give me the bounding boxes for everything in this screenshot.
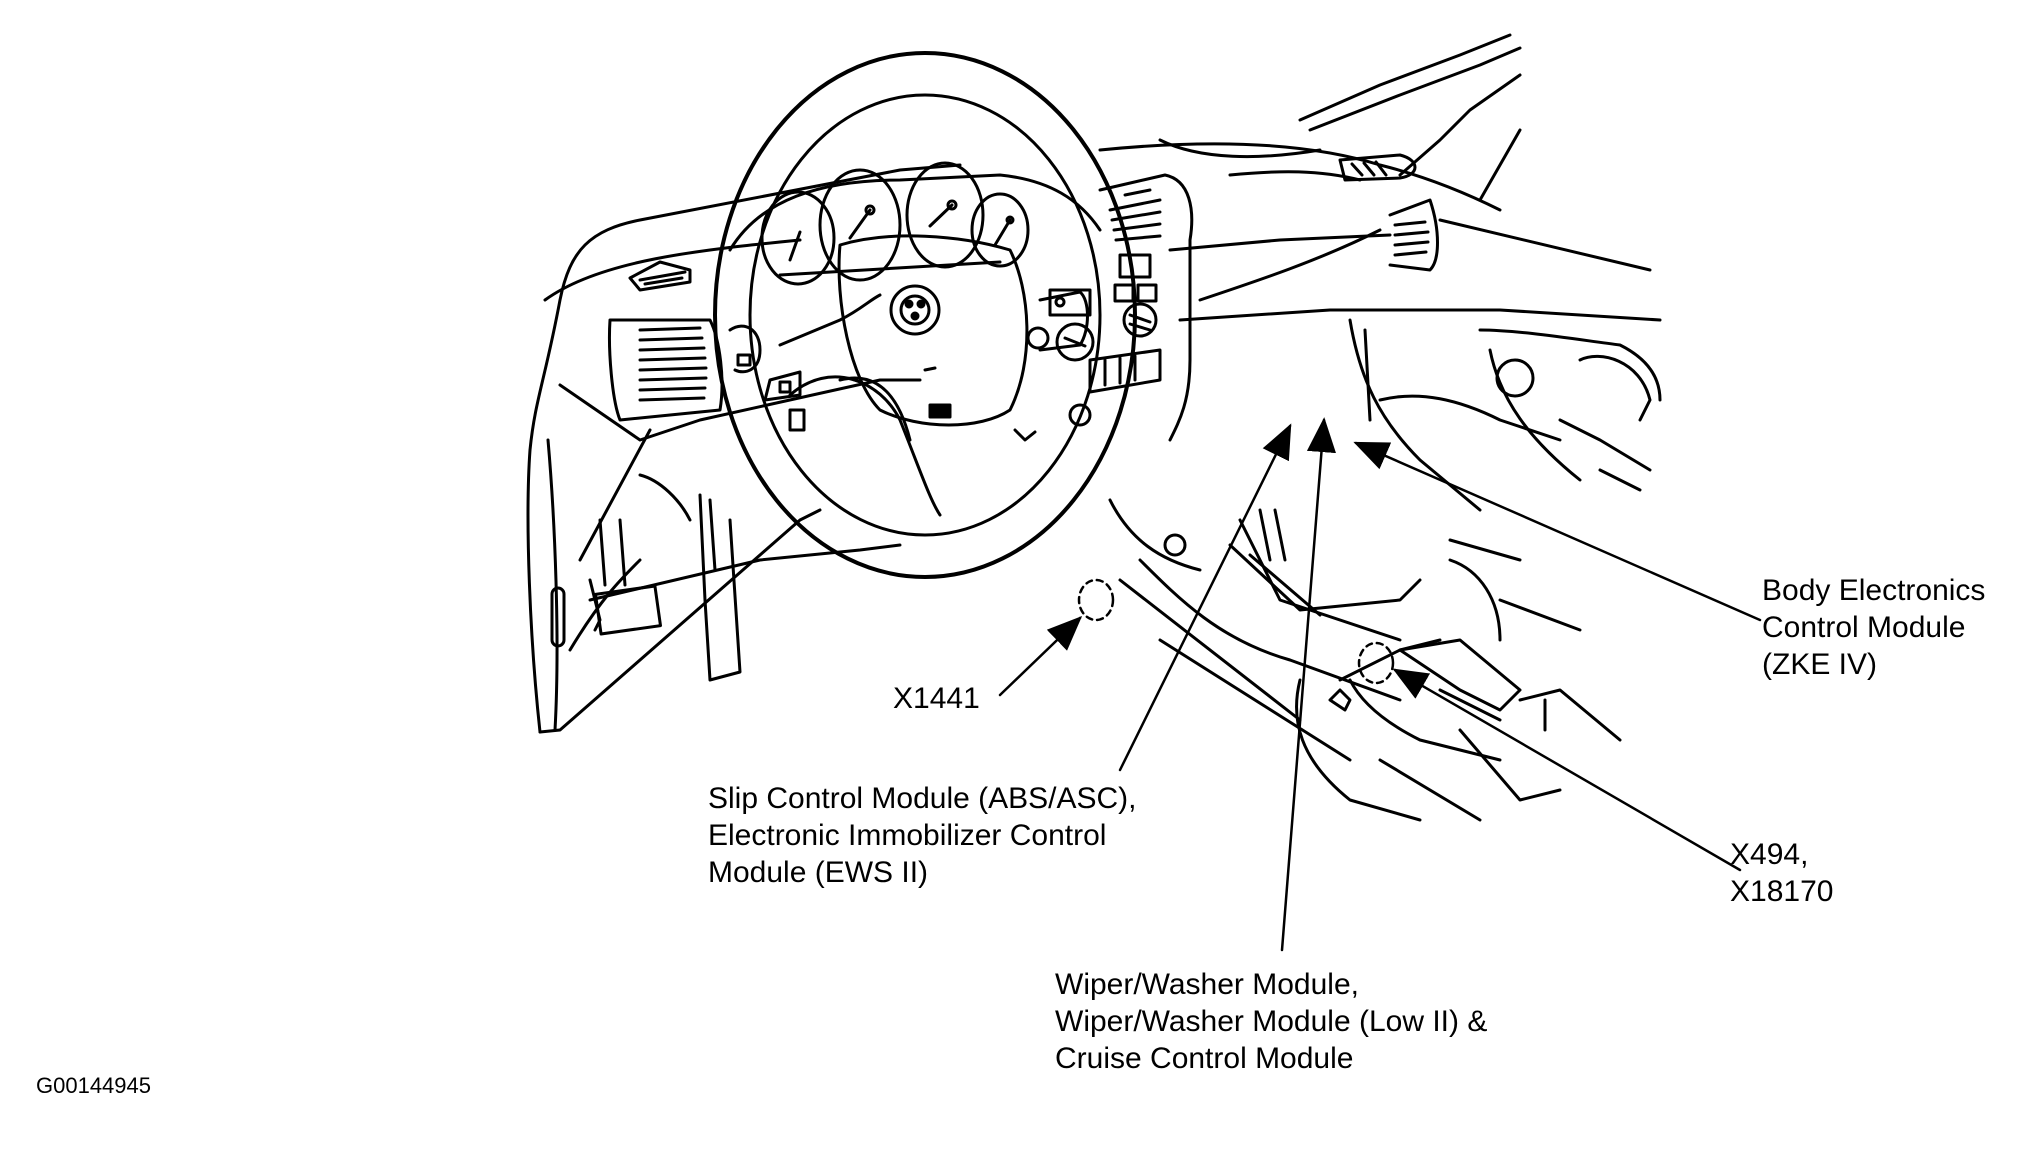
callout-line: X494, (1730, 838, 1809, 871)
figure-id: G00144945 (36, 1073, 151, 1098)
x494-location-marker (1357, 641, 1395, 685)
passenger-door-area (1378, 328, 1662, 562)
callout-line: Body Electronics (1762, 574, 1986, 607)
callout-line: Wiper/Washer Module (Low II) & (1055, 1005, 1488, 1038)
leader-wiper-washer (1280, 417, 1337, 952)
x1441-location-marker (1077, 578, 1115, 622)
pedals (550, 473, 742, 682)
callout-x494-x18170: X494, X18170 (1730, 836, 1833, 910)
callout-line: Control Module (1762, 611, 1966, 644)
right-dashboard (1098, 33, 1662, 512)
left-round-vent (607, 318, 762, 422)
callout-line: Slip Control Module (ABS/ASC), (708, 782, 1137, 815)
callout-x1441: X1441 (893, 680, 980, 717)
leader-x1441 (998, 615, 1083, 697)
light-switch (763, 370, 806, 432)
callout-line: Module (EWS II) (708, 856, 929, 889)
leader-body-electronics (1353, 441, 1762, 622)
callout-line: X18170 (1730, 875, 1834, 908)
airbag-hub (837, 234, 1037, 442)
callout-line: X1441 (893, 682, 980, 715)
connector-markers (1077, 578, 1395, 685)
left-triangle-vent (628, 260, 692, 292)
callout-line: Cruise Control Module (1055, 1042, 1354, 1075)
leader-x494 (1392, 668, 1742, 872)
callout-line: (ZKE IV) (1762, 648, 1878, 681)
dashboard-left-body (526, 163, 962, 734)
callout-line: Wiper/Washer Module, (1055, 968, 1359, 1001)
center-console (1108, 498, 1622, 822)
callout-wiper-washer-module: Wiper/Washer Module, Wiper/Washer Module… (1055, 966, 1487, 1077)
callout-slip-control-module: Slip Control Module (ABS/ASC), Electroni… (708, 780, 1137, 891)
callout-body-electronics-control-module: Body Electronics Control Module (ZKE IV) (1762, 572, 1985, 683)
leader-slip-control (1118, 423, 1292, 772)
center-stack (1026, 173, 1194, 442)
callout-line: Electronic Immobilizer Control (708, 819, 1107, 852)
leader-lines (998, 417, 1762, 952)
